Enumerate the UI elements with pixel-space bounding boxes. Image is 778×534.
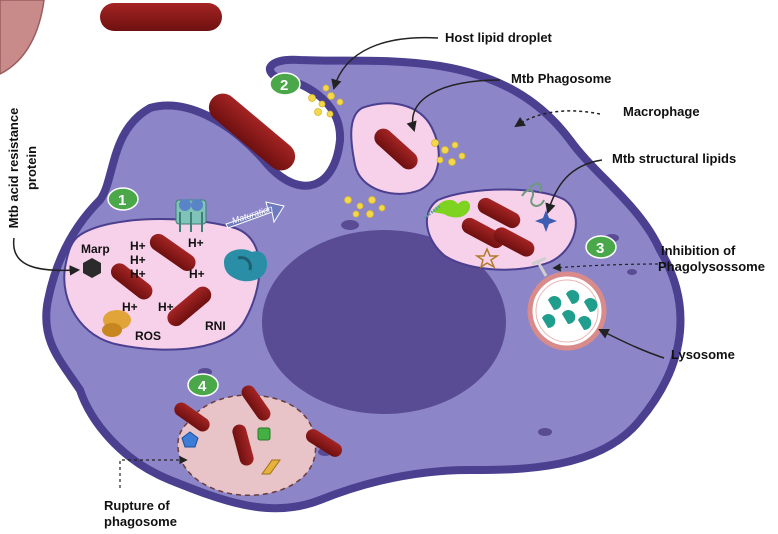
arrow-acid-resistance [13,237,81,276]
p4-bacillus-a [241,385,271,421]
maturation-arrow-icon [225,201,285,229]
nucleus [262,230,506,414]
pentagon-icon [181,431,199,448]
engulfed-bacillus [208,93,296,171]
host-lipid-droplet-label: Host lipid droplet [445,30,552,45]
h-plus-label: H+ [122,300,138,314]
inhibition-symbol [531,256,548,277]
inhibition-label-line2: Phagolysossome [658,259,765,274]
extracellular-bacillus [100,3,222,31]
h-plus-label: H+ [189,267,205,281]
arrow-rupture [119,455,188,488]
p1-bacillus-c [167,286,212,327]
star-lipid-icon [535,210,557,232]
badge-2: 2 [269,72,301,96]
nox-complex-icon [102,310,131,337]
glycolipid-icon [423,199,471,220]
arrow-lipid-droplet [331,36,439,91]
p2-bacillus [374,128,418,170]
square-icon [257,427,271,441]
mtb-phagosome-label: Mtb Phagosome [511,71,612,86]
lipid-droplets [308,84,466,218]
badge-4: 4 [187,373,219,397]
lysosomal-enzymes [542,290,598,331]
h-plus-label: H+ [158,300,174,314]
rni-label: RNI [205,319,226,333]
p4-bacillus-b [232,424,254,466]
svg-text:3: 3 [596,240,604,257]
arrow-mtb-phagosome [406,79,501,133]
lysosome-fusion-icon [224,249,268,282]
badge-3: 3 [585,235,617,259]
neighbor-cell [0,0,45,75]
arrow-structural-lipids [545,159,603,215]
lysosome-label: Lysosome [671,347,735,362]
p4-bacillus-d [305,429,343,457]
rupture-label-line1: Rupture of [104,498,170,513]
marp-hexagon-icon [83,258,101,278]
badge-1: 1 [107,187,139,211]
p1-bacillus-b [110,263,153,300]
p4-bacillus-c [174,402,210,432]
inhibition-label-line1: Inhibition of [661,243,736,258]
acid-resistance-label-line1: Mtb acid resistance [6,107,21,229]
ros-label: ROS [135,329,161,343]
h-plus-label: H+ [130,267,146,281]
cord-factor-icon [521,182,545,207]
star-lipid-outline-icon [474,247,500,269]
svg-text:4: 4 [198,378,207,395]
h-plus-label: H+ [130,239,146,253]
acid-resistance-label-line2: protein [24,145,39,191]
parallelogram-icon [261,459,281,475]
svg-text:1: 1 [118,192,126,209]
macrophage-label: Macrophage [623,104,700,119]
p3-bacillus-a [477,197,521,229]
p3-bacillus-b [461,217,505,249]
h-plus-label: H+ [188,236,204,250]
rupture-label-line2: phagosome [104,514,177,529]
arrow-inhibition [552,263,659,272]
h-plus-label: H+ [130,253,146,267]
p3-bacillus-c [493,227,535,257]
svg-text:2: 2 [280,77,288,94]
marp-label: Marp [81,242,110,256]
mtb-structural-lipids-label: Mtb structural lipids [612,151,737,166]
arrow-lysosome [598,329,665,359]
arrow-macrophage [514,110,601,128]
p1-bacillus-a [149,233,196,271]
proton-pump-icon [175,199,207,232]
